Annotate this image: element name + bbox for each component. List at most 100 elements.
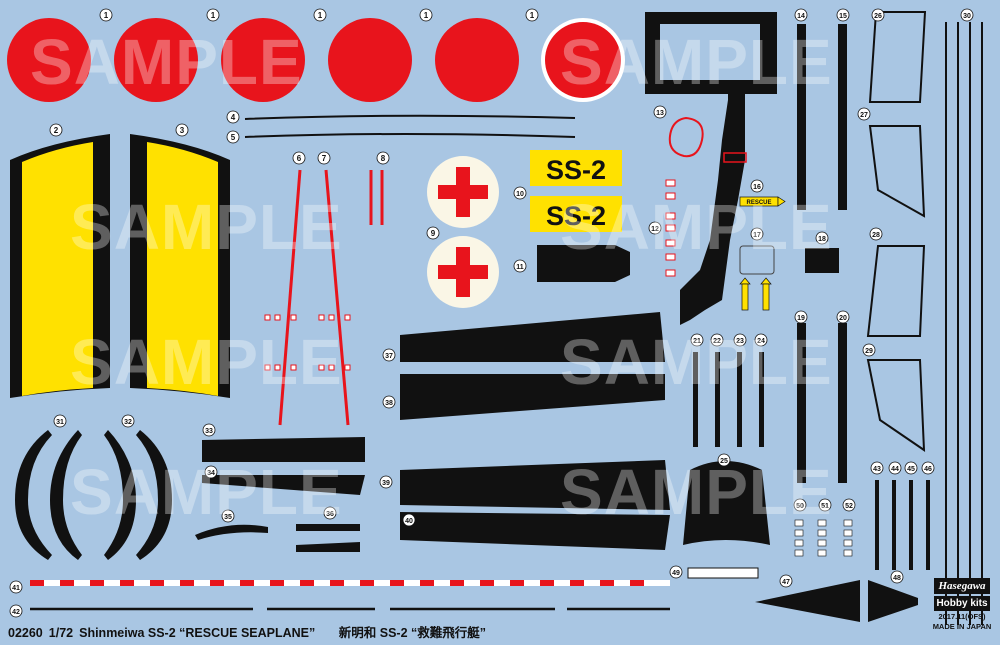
decal-number: 38	[385, 400, 393, 407]
decal-number-marker: 39	[379, 475, 393, 489]
decal-number: 46	[924, 466, 932, 473]
decal-number-marker: 37	[382, 348, 396, 362]
decal-48-panel	[755, 580, 860, 622]
decal-number-marker: 17	[750, 227, 764, 241]
decal-number: 48	[893, 575, 901, 582]
decal-number: 24	[757, 338, 765, 345]
decal-1-hinomaru	[328, 18, 412, 102]
decal-1-hinomaru	[114, 18, 198, 102]
decal-number-marker: 44	[888, 461, 902, 475]
decal-number-marker: 38	[382, 395, 396, 409]
decal-number-marker: 20	[836, 310, 850, 324]
decal-number-marker: 22	[710, 333, 724, 347]
print-date: 2017.11(OFS)	[938, 612, 986, 621]
decal-number: 41	[12, 585, 20, 592]
strips-44-47	[875, 480, 930, 570]
side-panels	[195, 437, 365, 552]
decal-number-marker: 51	[818, 498, 832, 512]
decal-2-hinomaru	[545, 22, 621, 98]
decal-3-band	[22, 142, 93, 396]
product-title-jp: 新明和 SS-2 “救難飛行艇”	[338, 626, 487, 640]
ss2-plates: SS-2 SS-2	[530, 150, 622, 232]
decal-number: 23	[736, 338, 744, 345]
decal-number: 34	[207, 470, 215, 477]
decal-number: 52	[845, 503, 853, 510]
decal-number-marker: 49	[669, 565, 683, 579]
decal-number: 18	[818, 236, 826, 243]
decal-number-marker: 28	[869, 227, 883, 241]
decal-number-marker: 8	[376, 151, 390, 165]
decal-7-red-line	[278, 169, 302, 426]
decal-number-marker: 50	[793, 498, 807, 512]
decal-number: 26	[874, 13, 882, 20]
decal-18-outline	[739, 245, 775, 275]
hobby-kits-label: Hobby kits	[934, 596, 990, 611]
decal-number-marker: 21	[690, 333, 704, 347]
decal-number: 10	[516, 191, 524, 198]
decal-5-line	[244, 114, 576, 120]
decal-number: 29	[865, 348, 873, 355]
decal-19-black-box	[805, 248, 839, 273]
decal-number: 28	[872, 232, 880, 239]
decal-38-panel	[400, 312, 665, 362]
decal-number-marker: 23	[733, 333, 747, 347]
decal-number-marker: 4	[226, 110, 240, 124]
decal-number-marker: 31	[53, 414, 67, 428]
decal-number-marker: 15	[836, 8, 850, 22]
decal-number: 37	[385, 353, 393, 360]
decal-number-marker: 45	[904, 461, 918, 475]
decal-number: 6	[297, 154, 302, 163]
decal-number-marker: 35	[221, 509, 235, 523]
decal-number: 25	[720, 458, 728, 465]
decal-number-marker: 29	[862, 343, 876, 357]
decal-number: 33	[205, 428, 213, 435]
decal-number: 9	[431, 229, 436, 238]
decal-26-panel	[683, 461, 770, 545]
yellow-bands	[10, 134, 230, 398]
scale: 1/72	[48, 626, 74, 640]
window-outlines	[866, 11, 927, 452]
decal-8-red-line	[324, 169, 350, 426]
decal-number-marker: 46	[921, 461, 935, 475]
decal-number-marker: 25	[717, 453, 731, 467]
decal-1-hinomaru	[435, 18, 519, 102]
decal-number-marker: 2	[49, 123, 63, 137]
decal-number-marker: 18	[815, 231, 829, 245]
decal-number-marker: 52	[842, 498, 856, 512]
decal-number-marker: 9	[426, 226, 440, 240]
decal-number: 1	[104, 11, 109, 20]
decal-number-marker: 1	[99, 8, 113, 22]
decal-number: 42	[12, 609, 20, 616]
decal-number: 1	[211, 11, 216, 20]
decal-number-marker: 1	[419, 8, 433, 22]
decal-14-red-ring	[668, 116, 704, 158]
decal-number-marker: 5	[226, 130, 240, 144]
decal-number: 40	[405, 518, 413, 525]
thin-strips-22-25	[693, 352, 764, 447]
decal-number: 45	[907, 466, 915, 473]
decal-number-marker: 14	[794, 8, 808, 22]
decal-number-marker: 40	[402, 513, 416, 527]
rescue-arrows: RESCUE	[739, 196, 786, 311]
decal-number-marker: 26	[871, 8, 885, 22]
decal-number: 27	[860, 112, 868, 119]
decal-number-marker: 36	[323, 506, 337, 520]
decal-number: 3	[180, 126, 185, 135]
decal-number-marker: 33	[202, 423, 216, 437]
decal-number: 1	[530, 11, 535, 20]
decal-number-marker: 41	[9, 580, 23, 594]
decal-number: 50	[796, 503, 804, 510]
decal-number: 11	[516, 264, 524, 271]
curved-panels	[15, 430, 172, 560]
decal-number: 13	[656, 110, 664, 117]
decal-number-marker: 1	[206, 8, 220, 22]
decal-number: 43	[873, 466, 881, 473]
decal-39-panel	[400, 374, 665, 420]
red-walkway-lines	[264, 169, 384, 426]
decal-number-marker: 6	[292, 151, 306, 165]
decal-number: 51	[821, 503, 829, 510]
decal-14-walkway	[645, 12, 777, 325]
decal-4-band	[147, 142, 218, 396]
decal-number: 36	[326, 511, 334, 518]
brand-block: Hasegawa Hobby kits 2017.11(OFS) MADE IN…	[930, 578, 994, 631]
